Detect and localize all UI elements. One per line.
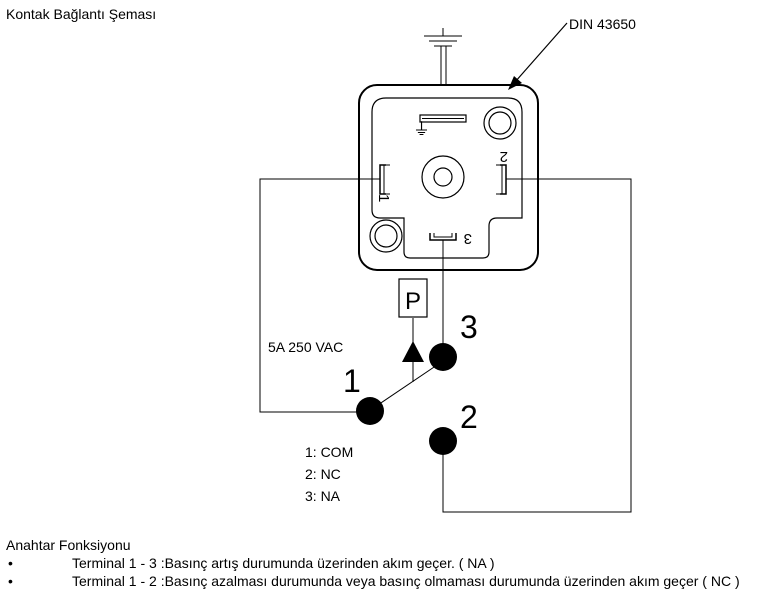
rating-label: 5A 250 VAC <box>268 339 343 355</box>
bullet-icon: • <box>8 573 13 589</box>
connector-pin-1-mark: 1 <box>375 194 392 202</box>
terminal-1-dot <box>356 397 384 425</box>
legend-nc: 2: NC <box>305 466 341 482</box>
list-item-text: Terminal 1 - 3 :Basınç artış durumunda ü… <box>72 555 495 571</box>
connector-pin-3-mark: 3 <box>464 230 472 247</box>
list-item: • Terminal 1 - 3 :Basınç artış durumunda… <box>6 554 495 572</box>
section-heading: Anahtar Fonksiyonu <box>6 537 131 553</box>
list-item-text: Terminal 1 - 2 :Basınç azalması durumund… <box>72 573 740 589</box>
terminal-3-label: 3 <box>460 309 478 345</box>
din-connector <box>358 84 539 271</box>
connector-pin-2-mark: 2 <box>500 148 508 165</box>
pin-markings: ⏚ 1 2 3 <box>375 120 508 247</box>
list-item: • Terminal 1 - 2 :Basınç azalması durumu… <box>6 572 740 590</box>
terminal-2-dot <box>429 427 457 455</box>
pressure-symbol-label: P <box>405 288 421 315</box>
bullet-icon: • <box>8 555 13 571</box>
wiring <box>259 178 632 513</box>
leader-arrow <box>508 22 568 90</box>
switch-function-section: Anahtar Fonksiyonu • Terminal 1 - 3 :Bas… <box>6 536 740 590</box>
legend-na: 3: NA <box>305 488 341 504</box>
terminal-1-label: 1 <box>343 363 361 399</box>
terminal-3-dot <box>429 343 457 371</box>
pressure-symbol: P <box>398 278 428 362</box>
actuator-arrow-icon <box>402 341 424 362</box>
ground-icon <box>424 28 462 85</box>
terminal-2-label: 2 <box>460 399 478 435</box>
connector-ground-mark: ⏚ <box>413 120 430 139</box>
page-title: Kontak Bağlantı Şeması <box>6 6 157 22</box>
connector-label: DIN 43650 <box>569 16 636 32</box>
legend-com: 1: COM <box>305 444 353 460</box>
